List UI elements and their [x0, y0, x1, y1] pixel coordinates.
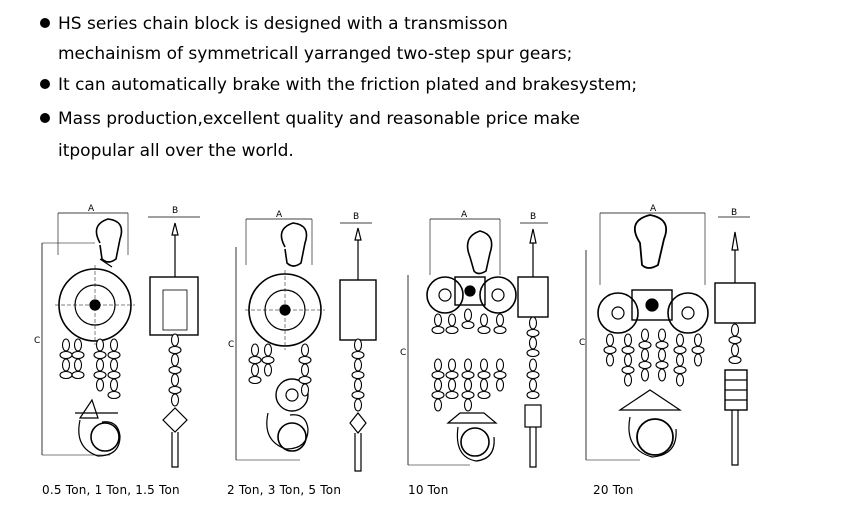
dimension-label-b: B	[353, 212, 359, 222]
dimension-label-a: A	[276, 210, 283, 220]
caption-medium-models: 2 Ton, 3 Ton, 5 Ton	[227, 483, 342, 497]
bullet-text: mechainism of symmetricall yarranged two…	[58, 44, 573, 64]
bullet-dot-icon	[40, 79, 50, 89]
chain-strand-side-20-ton	[728, 323, 742, 365]
chain-block-side-view-20-ton	[714, 216, 756, 466]
dimension-label-b: B	[731, 208, 737, 218]
chain-strands-20-ton	[603, 328, 705, 387]
chain-strand-side-small	[168, 333, 182, 407]
chain-block-drawings: A B C A B C A B C A B C	[34, 204, 756, 472]
bullet-text: HS series chain block is designed with a…	[58, 14, 508, 34]
chain-block-front-view-10-ton	[407, 218, 517, 466]
bullet-item-3-continued: itpopular all over the world.	[40, 139, 294, 163]
chain-strands-10-ton	[431, 308, 507, 412]
dimension-label-c: C	[34, 336, 40, 346]
chain-strand-side-10-ton	[526, 316, 540, 400]
chain-strands-small	[59, 338, 121, 400]
bullet-text: Mass production,excellent quality and re…	[58, 109, 581, 129]
dimension-label-c: C	[579, 338, 585, 348]
chain-block-front-view-small	[41, 212, 135, 457]
chain-block-front-view-20-ton	[585, 212, 709, 461]
dimension-label-c: C	[228, 340, 234, 350]
dimension-label-b: B	[530, 212, 536, 222]
bullet-text: It can automatically brake with the fric…	[58, 75, 638, 95]
bullet-dot-icon	[40, 18, 50, 28]
bullet-item-2: It can automatically brake with the fric…	[40, 73, 637, 97]
caption-small-models: 0.5 Ton, 1 Ton, 1.5 Ton	[42, 483, 180, 497]
bullet-item-1: HS series chain block is designed with a…	[40, 12, 508, 36]
chain-strand-side-medium	[351, 338, 365, 412]
bullet-text: itpopular all over the world.	[58, 141, 294, 161]
chain-strands-medium	[248, 343, 312, 397]
dimension-label-a: A	[88, 204, 95, 214]
caption-10-ton-model: 10 Ton	[408, 483, 449, 497]
dimension-label-a: A	[461, 210, 468, 220]
dimension-label-c: C	[400, 348, 406, 358]
bullet-dot-icon	[40, 113, 50, 123]
bullet-item-3: Mass production,excellent quality and re…	[40, 107, 580, 131]
chain-block-front-view-medium	[235, 218, 325, 461]
dimension-label-b: B	[172, 206, 178, 216]
caption-20-ton-model: 20 Ton	[593, 483, 634, 497]
dimension-label-a: A	[650, 204, 657, 214]
bullet-item-1-continued: mechainism of symmetricall yarranged two…	[40, 42, 572, 66]
